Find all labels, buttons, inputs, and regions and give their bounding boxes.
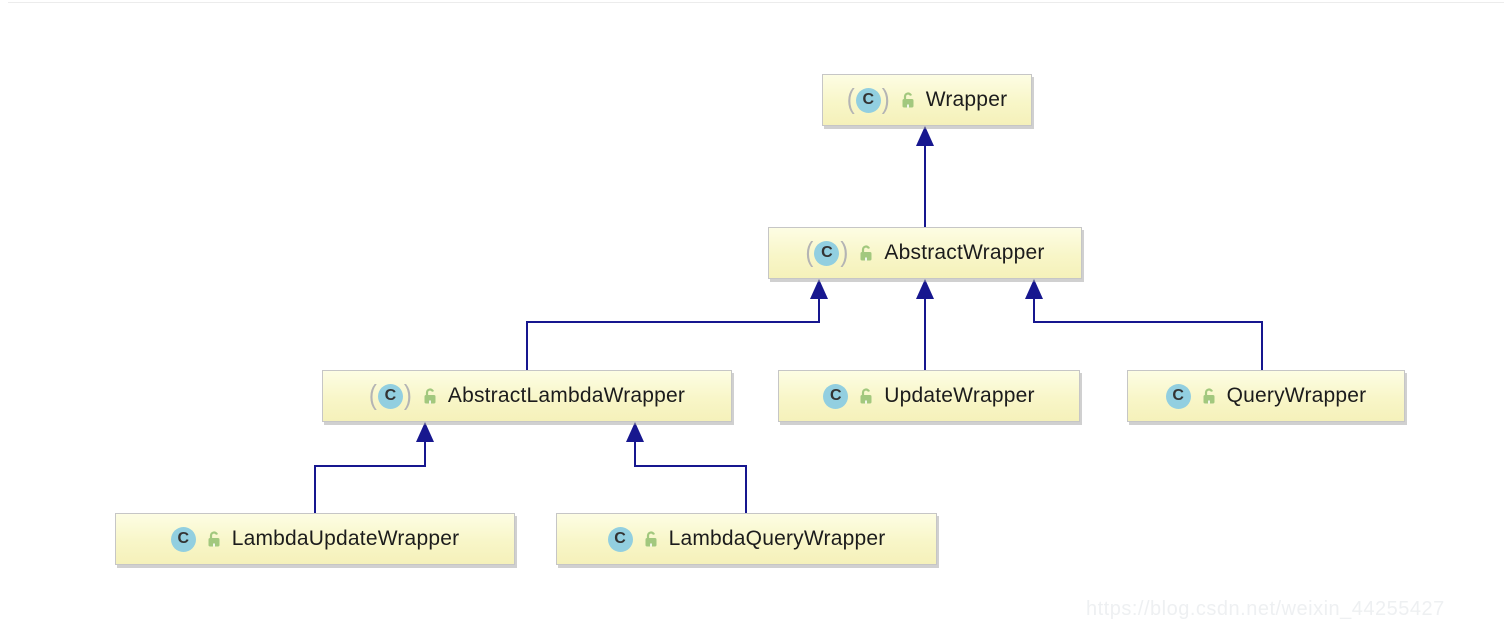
- class-node-abstract-lambda-wrapper[interactable]: (C) AbstractLambdaWrapper: [322, 370, 732, 422]
- inheritance-arrowhead-icon: [916, 126, 934, 146]
- class-name-label: LambdaUpdateWrapper: [231, 527, 460, 550]
- class-icon: C: [1165, 383, 1191, 409]
- watermark-url: https://blog.csdn.net/weixin_44255427: [1086, 598, 1445, 620]
- class-icon: C: [823, 383, 849, 409]
- class-node-lambda-update-wrapper[interactable]: C LambdaUpdateWrapper: [115, 513, 515, 565]
- inheritance-edge-query-wrapper-to-abstract-wrapper: [1033, 297, 1263, 370]
- panel-top-border: [8, 2, 1504, 3]
- unlocked-icon: [860, 388, 872, 404]
- unlocked-icon: [1203, 388, 1215, 404]
- class-name-label: LambdaQueryWrapper: [668, 527, 886, 550]
- inheritance-arrowhead-icon: [416, 422, 434, 442]
- class-icon: C: [170, 526, 196, 552]
- class-name-label: AbstractLambdaWrapper: [447, 384, 686, 407]
- abstract-class-icon: (C): [846, 83, 890, 115]
- unlocked-icon: [424, 388, 436, 404]
- unlocked-icon: [902, 92, 914, 108]
- class-node-abstract-wrapper[interactable]: (C) AbstractWrapper: [768, 227, 1082, 279]
- abstract-class-icon: (C): [368, 379, 412, 411]
- class-node-wrapper[interactable]: (C) Wrapper: [822, 74, 1032, 126]
- inheritance-edge-lambda-update-wrapper-to-abstract-lambda-wrapper: [314, 440, 426, 513]
- class-icon: C: [607, 526, 633, 552]
- class-node-update-wrapper[interactable]: C UpdateWrapper: [778, 370, 1080, 422]
- class-name-label: Wrapper: [925, 88, 1008, 111]
- inheritance-arrowhead-icon: [810, 279, 828, 299]
- unlocked-icon: [645, 531, 657, 547]
- unlocked-icon: [208, 531, 220, 547]
- class-name-label: AbstractWrapper: [884, 241, 1045, 264]
- class-node-lambda-query-wrapper[interactable]: C LambdaQueryWrapper: [556, 513, 937, 565]
- inheritance-edge-abstract-lambda-wrapper-to-abstract-wrapper: [526, 297, 820, 370]
- inheritance-arrowhead-icon: [1025, 279, 1043, 299]
- class-node-query-wrapper[interactable]: C QueryWrapper: [1127, 370, 1405, 422]
- unlocked-icon: [860, 245, 872, 261]
- inheritance-edge-lambda-query-wrapper-to-abstract-lambda-wrapper: [634, 440, 747, 513]
- abstract-class-icon: (C): [805, 236, 849, 268]
- inheritance-arrowhead-icon: [916, 279, 934, 299]
- class-name-label: UpdateWrapper: [884, 384, 1035, 407]
- class-name-label: QueryWrapper: [1226, 384, 1367, 407]
- inheritance-arrowhead-icon: [626, 422, 644, 442]
